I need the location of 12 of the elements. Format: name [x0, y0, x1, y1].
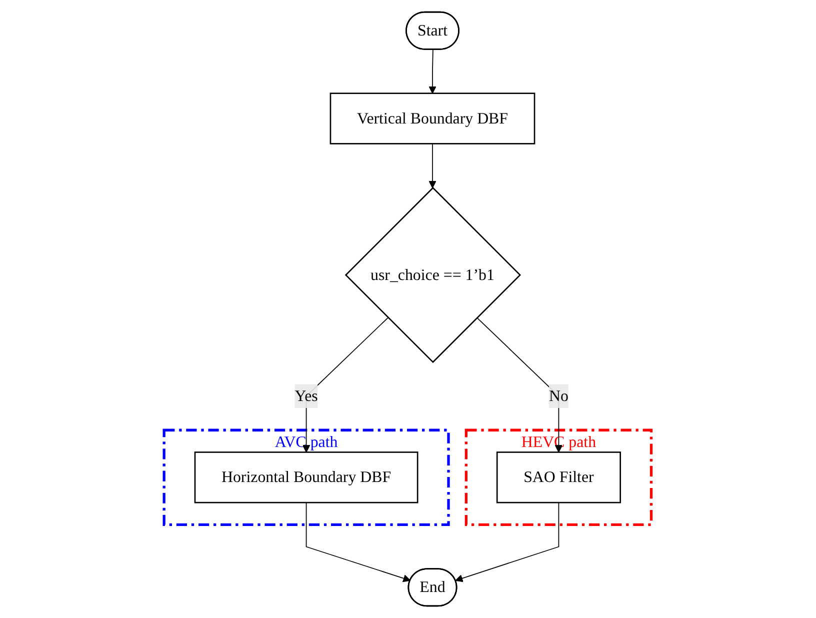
arrow [302, 317, 389, 453]
arrow [428, 49, 437, 94]
edge-label: Yes [295, 386, 318, 405]
node-diamond: usr_choice == 1’b1 [345, 186, 522, 364]
edge-label: No [549, 386, 569, 405]
arrow [306, 502, 412, 582]
arrow [428, 143, 437, 188]
node-box: Horizontal Boundary DBF [194, 452, 419, 504]
node-box: SAO Filter [496, 452, 622, 504]
arrow [476, 317, 563, 453]
node-box: Vertical Boundary DBF [330, 92, 536, 144]
arrow [456, 502, 560, 582]
